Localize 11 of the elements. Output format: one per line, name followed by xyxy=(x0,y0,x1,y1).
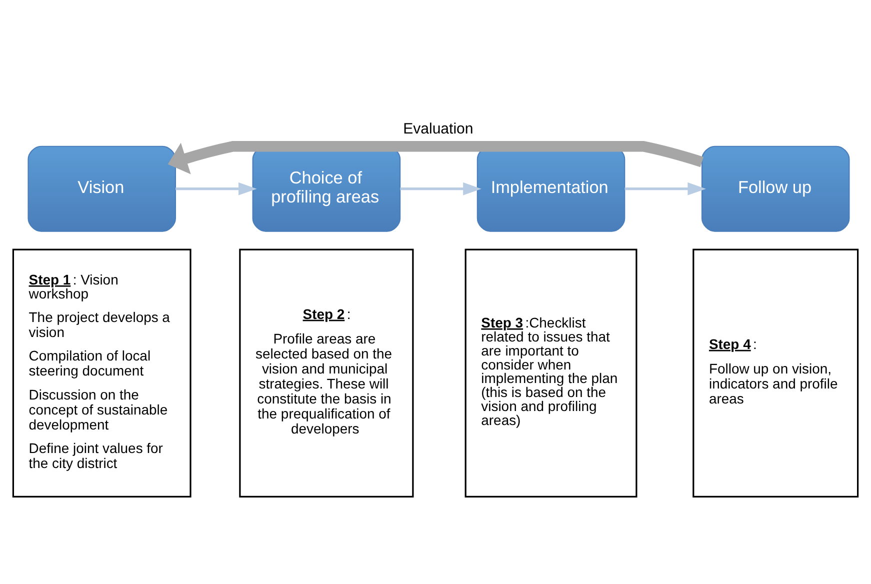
arrow xyxy=(400,182,482,196)
node-box: Follow up xyxy=(701,146,850,232)
node-box: Step 2: Profile areas are selected based on the vision and municipal strategies. These will constitute the basis in the prequalification of developers xyxy=(239,248,414,498)
arrow xyxy=(624,182,706,196)
arrow xyxy=(168,141,704,174)
node-box: Vision xyxy=(28,146,176,232)
edge-label: Evaluation xyxy=(403,120,474,138)
arrow xyxy=(176,182,257,196)
node-box: Step 3:Checklist related to issues that are important to consider when implementing the plan (this is based on the vision and profiling areas) xyxy=(464,248,638,498)
node-box: Step 4: Follow up on vision, indicators and profile areas xyxy=(692,248,859,498)
node-box: Step 1: Vision workshop The project develops a vision Compilation of local steering document Discussion on the concept of sustainable development Define joint values for the city district xyxy=(12,248,192,498)
